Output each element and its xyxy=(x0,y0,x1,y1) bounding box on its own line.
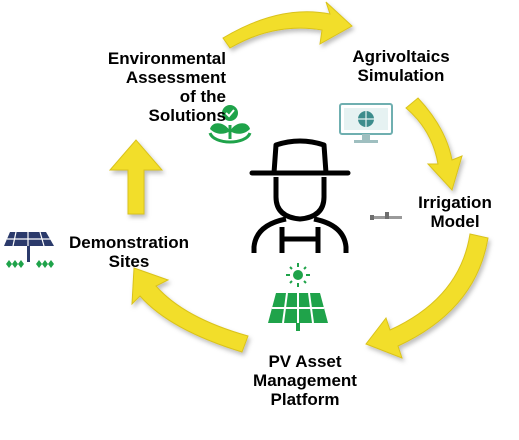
sprinkler-icon xyxy=(370,212,402,220)
label-environmental-assessment: Environmental Assessment of the Solution… xyxy=(107,49,226,125)
label-agrivoltaics-simulation: Agrivoltaics Simulation xyxy=(352,47,450,85)
label-pv-asset-management: PV Asset Management Platform xyxy=(253,352,357,409)
eco-plant-check-icon xyxy=(208,105,252,144)
arrow-agrivoltaics-to-irrigation xyxy=(405,97,463,191)
arrow-irrigation-to-pv xyxy=(365,233,489,359)
arrow-pv-to-demonstration xyxy=(131,267,249,353)
monitor-globe-icon xyxy=(339,103,393,143)
label-irrigation-model: Irrigation Model xyxy=(418,193,492,231)
arrow-demonstration-to-environmental xyxy=(108,139,164,215)
farmer-icon xyxy=(249,138,351,253)
solar-tracker-field-icon xyxy=(4,231,54,268)
cycle-arrows xyxy=(108,1,489,359)
label-demonstration-sites: Demonstration Sites xyxy=(69,233,189,271)
solar-panel-sun-icon xyxy=(268,263,328,331)
arrow-environmental-to-agrivoltaics xyxy=(222,1,353,49)
